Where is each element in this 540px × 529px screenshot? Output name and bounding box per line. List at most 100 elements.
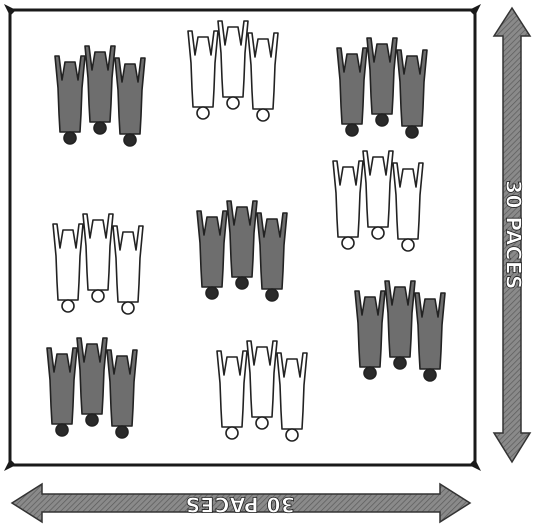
player-head	[92, 290, 104, 302]
depth-arrow: 30 PACES	[494, 8, 530, 462]
player-head	[376, 114, 388, 126]
width-arrow-label: 30 PACES	[185, 493, 295, 517]
player-body	[115, 58, 145, 134]
player-body	[83, 214, 113, 290]
player-figure-light	[393, 163, 423, 251]
player-head	[266, 289, 278, 301]
player-head	[424, 369, 436, 381]
corner-mark-bottom-right	[469, 459, 481, 471]
player-body	[217, 351, 247, 427]
depth-arrow-label: 30 PACES	[502, 180, 526, 290]
player-body	[227, 201, 257, 277]
player-head	[62, 300, 74, 312]
player-body	[397, 50, 427, 126]
player-head	[394, 357, 406, 369]
player-figure-dark	[227, 201, 257, 289]
corner-mark-top-left	[4, 4, 16, 16]
player-figure-light	[113, 226, 143, 314]
player-figure-dark	[257, 213, 287, 301]
group-bottom-center-light	[217, 341, 307, 441]
player-figure-dark	[115, 58, 145, 146]
player-body	[277, 353, 307, 429]
player-body	[333, 161, 363, 237]
player-body	[415, 293, 445, 369]
player-figure-light	[333, 161, 363, 249]
player-figure-dark	[367, 38, 397, 126]
player-head	[402, 239, 414, 251]
group-top-right-dark	[337, 38, 427, 138]
player-head	[236, 277, 248, 289]
player-body	[55, 56, 85, 132]
player-figure-dark	[85, 46, 115, 134]
group-top-left-dark	[55, 46, 145, 146]
group-mid-left-light	[53, 214, 143, 314]
player-body	[363, 151, 393, 227]
player-body	[218, 21, 248, 97]
player-head	[86, 414, 98, 426]
corner-mark-bottom-left	[4, 459, 16, 471]
player-figure-dark	[337, 48, 367, 136]
player-figure-light	[248, 33, 278, 121]
player-body	[107, 350, 137, 426]
player-head	[346, 124, 358, 136]
player-head	[372, 227, 384, 239]
player-figure-light	[277, 353, 307, 441]
player-figure-dark	[47, 348, 77, 436]
player-groups	[47, 21, 445, 441]
player-body	[113, 226, 143, 302]
player-head	[56, 424, 68, 436]
player-figure-dark	[397, 50, 427, 138]
player-head	[197, 107, 209, 119]
player-figure-light	[217, 351, 247, 439]
group-mid-center-dark	[197, 201, 287, 301]
player-figure-dark	[77, 338, 107, 426]
player-head	[124, 134, 136, 146]
player-figure-dark	[107, 350, 137, 438]
width-arrow: 30 PACES	[12, 484, 470, 522]
player-body	[85, 46, 115, 122]
player-body	[393, 163, 423, 239]
player-body	[367, 38, 397, 114]
player-body	[385, 281, 415, 357]
player-figure-light	[218, 21, 248, 109]
player-body	[257, 213, 287, 289]
player-figure-light	[53, 224, 83, 312]
player-body	[247, 341, 277, 417]
player-head	[122, 302, 134, 314]
player-figure-dark	[355, 291, 385, 379]
player-head	[256, 417, 268, 429]
player-head	[227, 97, 239, 109]
player-head	[64, 132, 76, 144]
player-figure-dark	[197, 211, 227, 299]
player-body	[53, 224, 83, 300]
player-figure-light	[83, 214, 113, 302]
player-body	[197, 211, 227, 287]
player-head	[206, 287, 218, 299]
player-figure-light	[363, 151, 393, 239]
player-head	[257, 109, 269, 121]
player-head	[342, 237, 354, 249]
player-head	[406, 126, 418, 138]
player-head	[226, 427, 238, 439]
group-top-center-light	[188, 21, 278, 121]
group-mid-right-light	[333, 151, 423, 251]
player-figure-dark	[415, 293, 445, 381]
player-figure-light	[247, 341, 277, 429]
player-head	[116, 426, 128, 438]
player-body	[337, 48, 367, 124]
player-body	[355, 291, 385, 367]
player-head	[286, 429, 298, 441]
player-figure-light	[188, 31, 218, 119]
player-figure-dark	[385, 281, 415, 369]
player-body	[77, 338, 107, 414]
player-figure-dark	[55, 56, 85, 144]
player-head	[94, 122, 106, 134]
corner-mark-top-right	[469, 4, 481, 16]
group-bottom-left-dark	[47, 338, 137, 438]
player-head	[364, 367, 376, 379]
group-lower-right-dark	[355, 281, 445, 381]
player-body	[248, 33, 278, 109]
player-body	[188, 31, 218, 107]
player-body	[47, 348, 77, 424]
